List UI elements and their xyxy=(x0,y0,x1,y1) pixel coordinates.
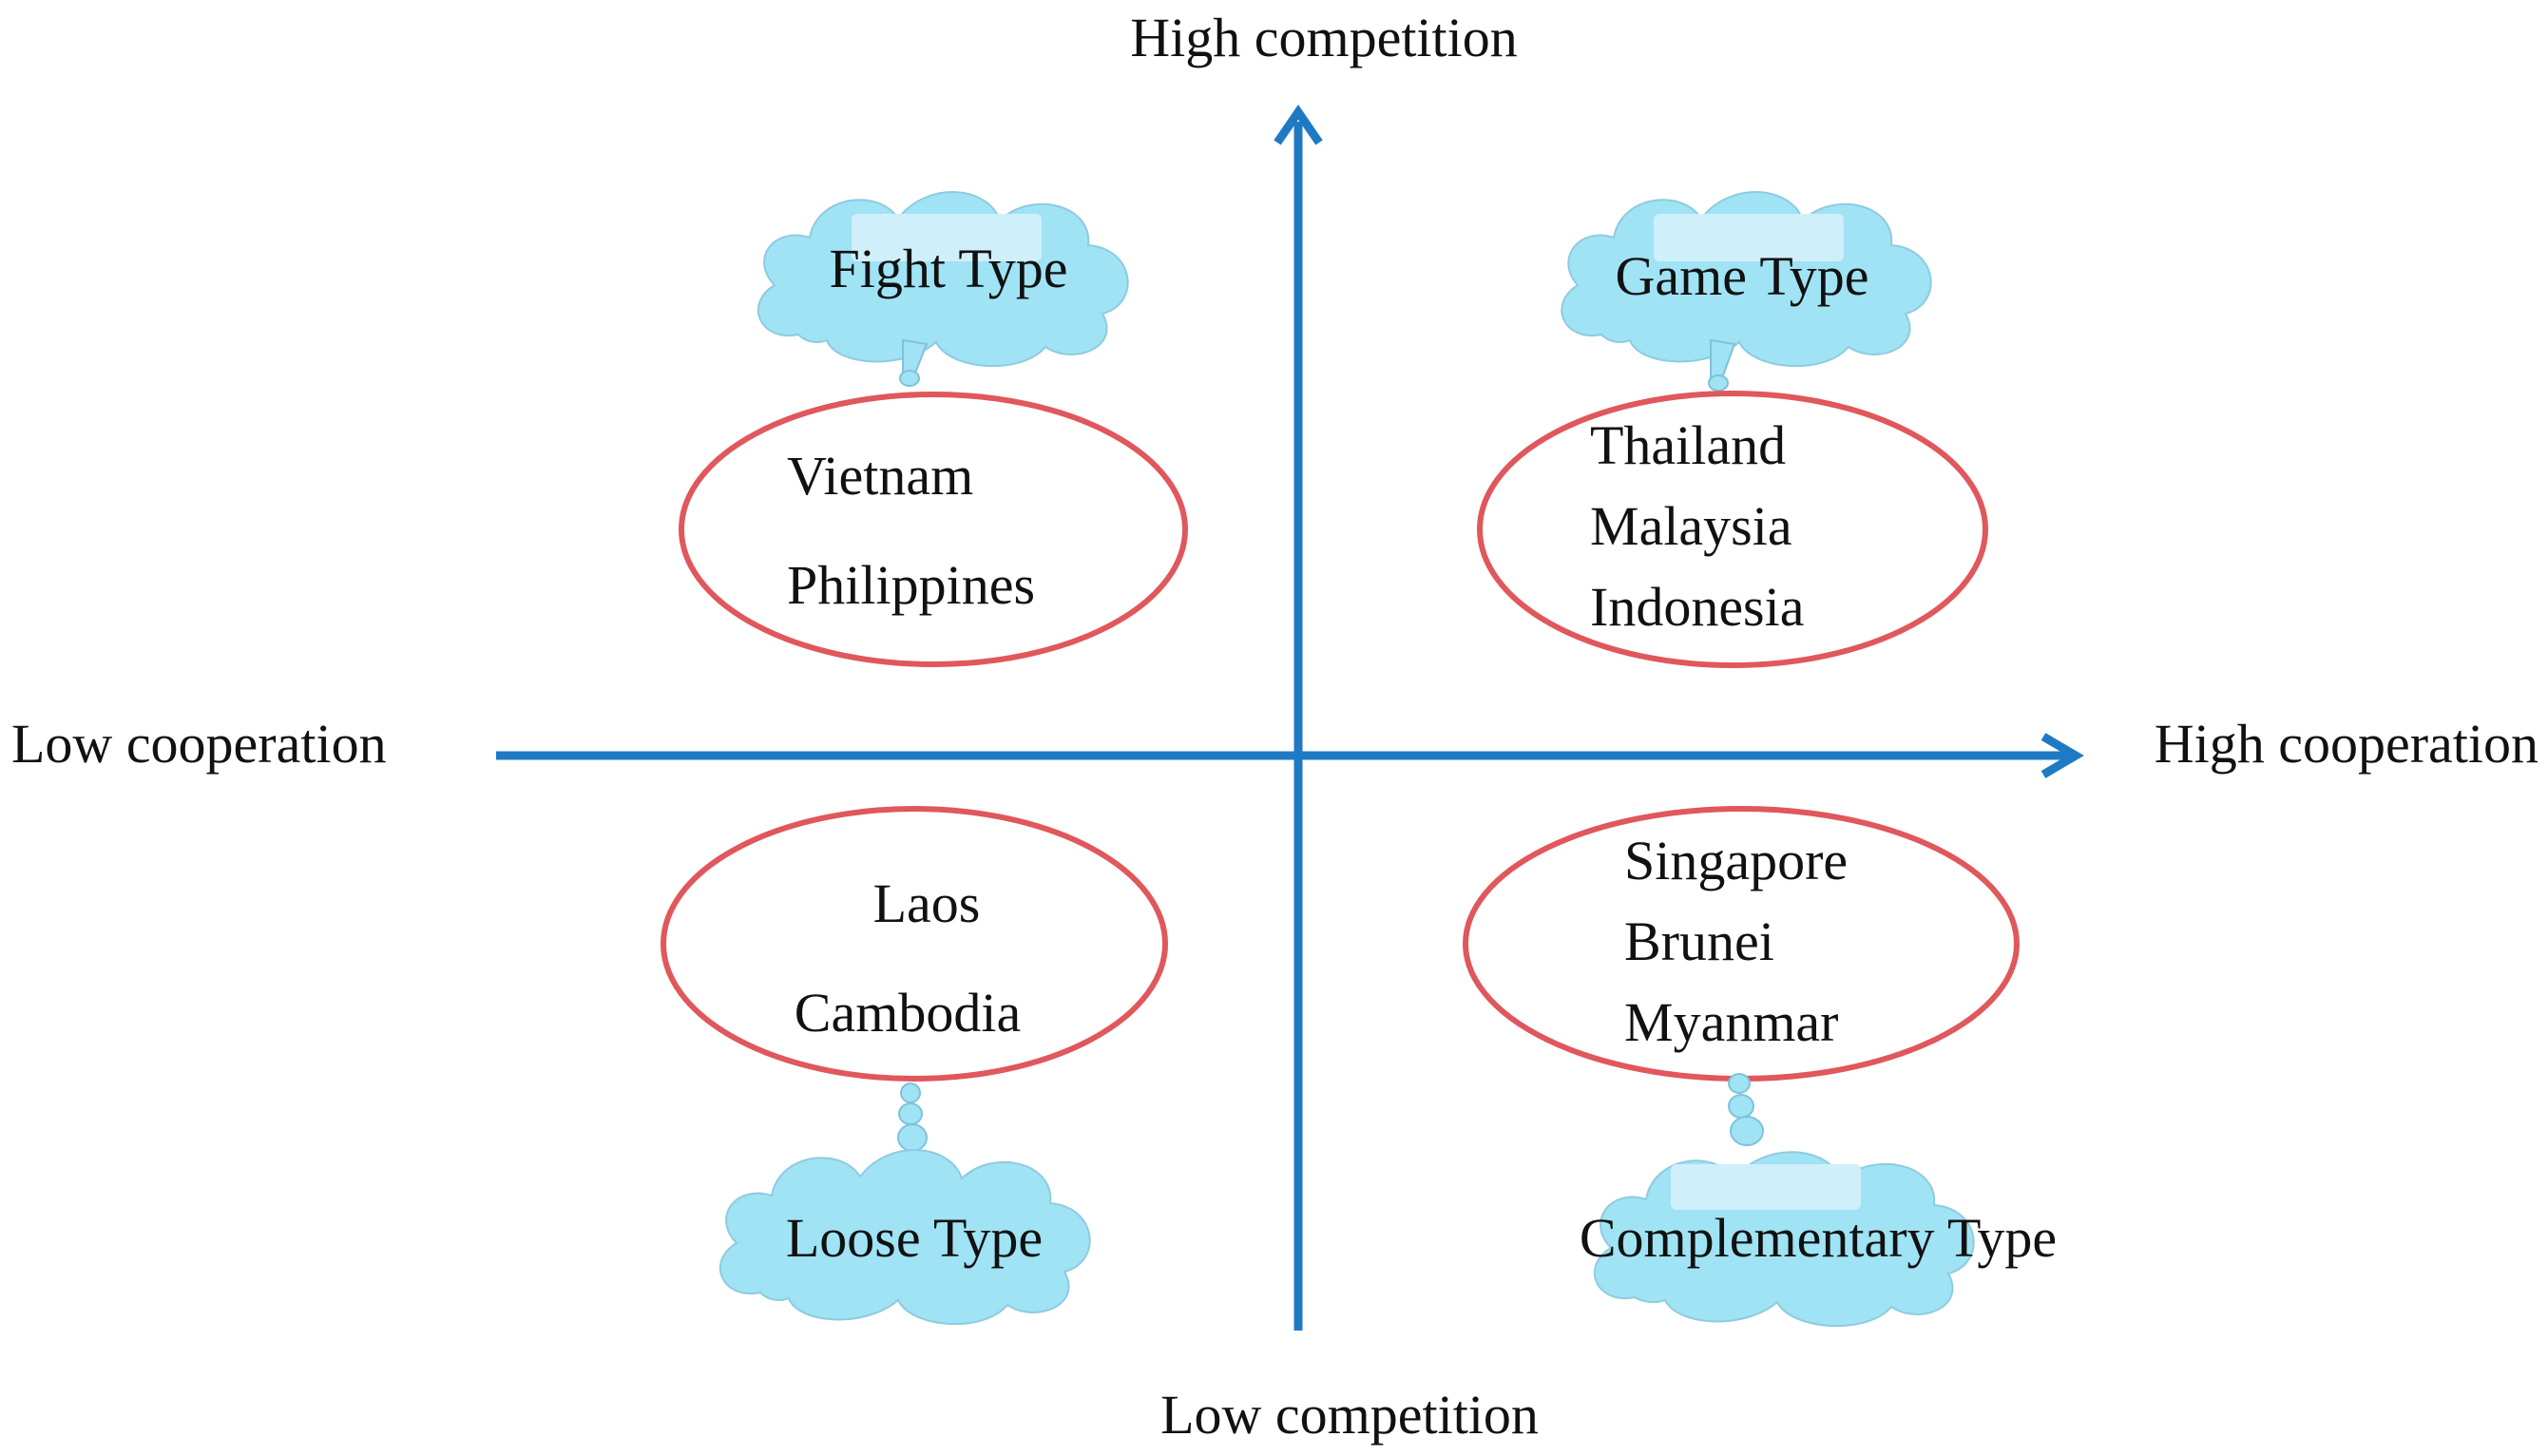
ellipse-game-type xyxy=(1477,391,1988,668)
country-vietnam: Vietnam xyxy=(787,445,973,507)
type-label-loose: Loose Type xyxy=(786,1207,1043,1269)
type-label-fight: Fight Type xyxy=(829,238,1067,299)
quadrant-bottom-right: Singapore Brunei Myanmar Complementary T… xyxy=(1463,806,2057,1328)
country-thailand: Thailand xyxy=(1590,414,1786,476)
axis-label-left: Low cooperation xyxy=(11,713,387,775)
country-laos: Laos xyxy=(873,872,981,934)
country-myanmar: Myanmar xyxy=(1624,991,1839,1053)
axis-label-bottom: Low competition xyxy=(1160,1384,1539,1446)
vertical-axis-arrowhead xyxy=(1274,105,1323,145)
country-singapore: Singapore xyxy=(1624,830,1848,891)
country-brunei: Brunei xyxy=(1624,910,1774,972)
type-label-game: Game Type xyxy=(1615,245,1868,307)
horizontal-axis-arrowhead xyxy=(2040,733,2084,778)
cloud-game-type: Game Type xyxy=(1561,191,1932,392)
country-malaysia: Malaysia xyxy=(1590,495,1792,557)
cloud-complementary-type: Complementary Type xyxy=(1580,1073,2057,1328)
ellipse-fight-type xyxy=(679,392,1188,667)
country-philippines: Philippines xyxy=(787,554,1035,616)
country-cambodia: Cambodia xyxy=(795,982,1021,1044)
country-indonesia: Indonesia xyxy=(1590,576,1805,638)
quadrant-top-right: Game Type Thailand Malaysia Indonesia xyxy=(1477,191,1988,668)
axis-label-top: High competition xyxy=(1130,7,1518,68)
cloud-fight-type: Fight Type xyxy=(757,191,1129,387)
axis-label-right: High cooperation xyxy=(2155,713,2538,775)
ellipse-loose-type xyxy=(661,806,1168,1082)
axes xyxy=(496,105,2084,1331)
quadrant-bottom-left: Laos Cambodia Loose Type xyxy=(661,806,1168,1326)
type-label-complementary: Complementary Type xyxy=(1580,1207,2057,1269)
quadrant-top-left: Fight Type Vietnam Philippines xyxy=(679,191,1188,667)
cloud-loose-type: Loose Type xyxy=(718,1082,1091,1326)
